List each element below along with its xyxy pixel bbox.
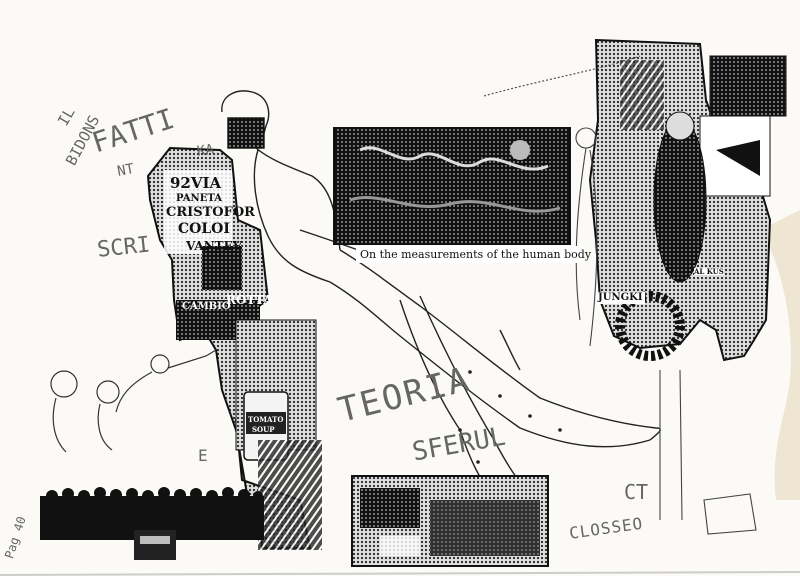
right-sketches (483, 55, 757, 535)
handwriting-e: E (198, 446, 208, 465)
handwriting-nt: NT (116, 161, 136, 180)
painting-clipping (333, 127, 571, 245)
poster-line-2: PANETA (176, 193, 222, 204)
idol-label-kus: AL KUS (694, 267, 724, 276)
poster-line-4: COLOI (178, 221, 230, 237)
bottom-photo (351, 475, 549, 567)
idol-label-jungki: JUNGKI (596, 292, 645, 304)
poster-cambio: CAMBIO (182, 301, 231, 312)
sketched-figures (50, 349, 217, 453)
poster-rotta: ROTTA (226, 293, 273, 307)
poster-line-5: VANTEV (186, 239, 243, 253)
soup-can-sublabel: SOUP (252, 425, 275, 434)
soup-can-label: TOMATO (248, 415, 284, 424)
audience-silhouettes (40, 487, 264, 560)
handwriting-ct: CT (624, 480, 649, 504)
left-poster-collage (146, 146, 322, 550)
right-idol-collage (588, 38, 787, 362)
poster-line-3: CRISTOFOR (166, 205, 255, 220)
human-body-caption: On the measurements of the human body (356, 246, 591, 263)
poster-line-1: 92VIA (170, 174, 222, 192)
handwriting-ka: KA (196, 141, 215, 160)
